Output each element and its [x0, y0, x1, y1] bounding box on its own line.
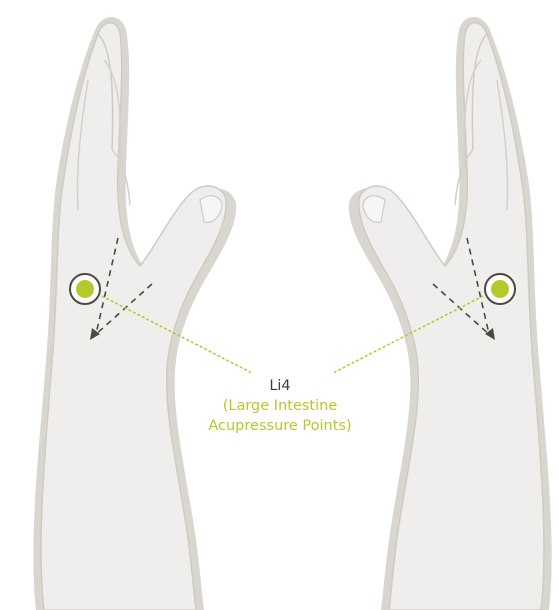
acupressure-point-icon [70, 274, 100, 304]
point-label: Li4 (Large Intestine Acupressure Points) [180, 376, 380, 436]
left-hand [33, 17, 250, 610]
point-code: Li4 [180, 376, 380, 396]
point-description-line1: (Large Intestine [180, 396, 380, 416]
acupressure-point-icon [485, 274, 515, 304]
point-description-line2: Acupressure Points) [180, 416, 380, 436]
right-hand [335, 17, 552, 610]
